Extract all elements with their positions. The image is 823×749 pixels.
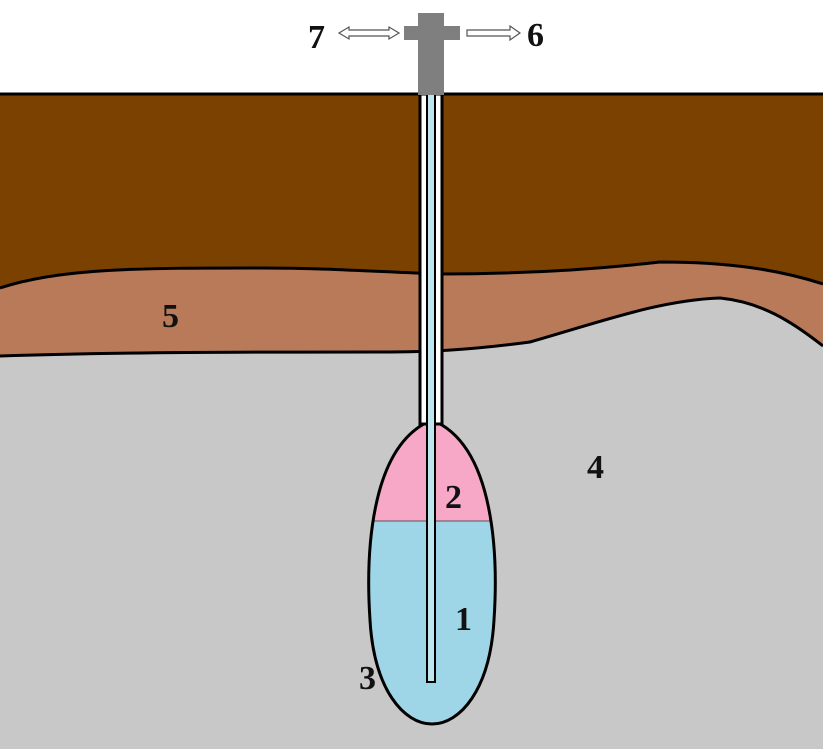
overburden-layer	[0, 94, 823, 288]
interlayer-band	[0, 262, 823, 356]
well-tubing	[426, 93, 436, 683]
label-interlayer: 5	[162, 298, 179, 335]
double-arrow-icon	[337, 25, 401, 41]
cavern-wall	[367, 418, 497, 726]
label-gas-cap: 2	[445, 479, 462, 516]
wellhead-icon	[404, 13, 460, 95]
label-inlet-outlet: 7	[308, 19, 325, 56]
right-arrow-icon	[466, 24, 522, 42]
label-outlet: 6	[527, 17, 544, 54]
label-brine: 1	[455, 601, 472, 638]
salt-boundary-line	[0, 296, 823, 358]
label-cavern-wall: 3	[359, 660, 376, 697]
label-salt-rock: 4	[587, 449, 604, 486]
